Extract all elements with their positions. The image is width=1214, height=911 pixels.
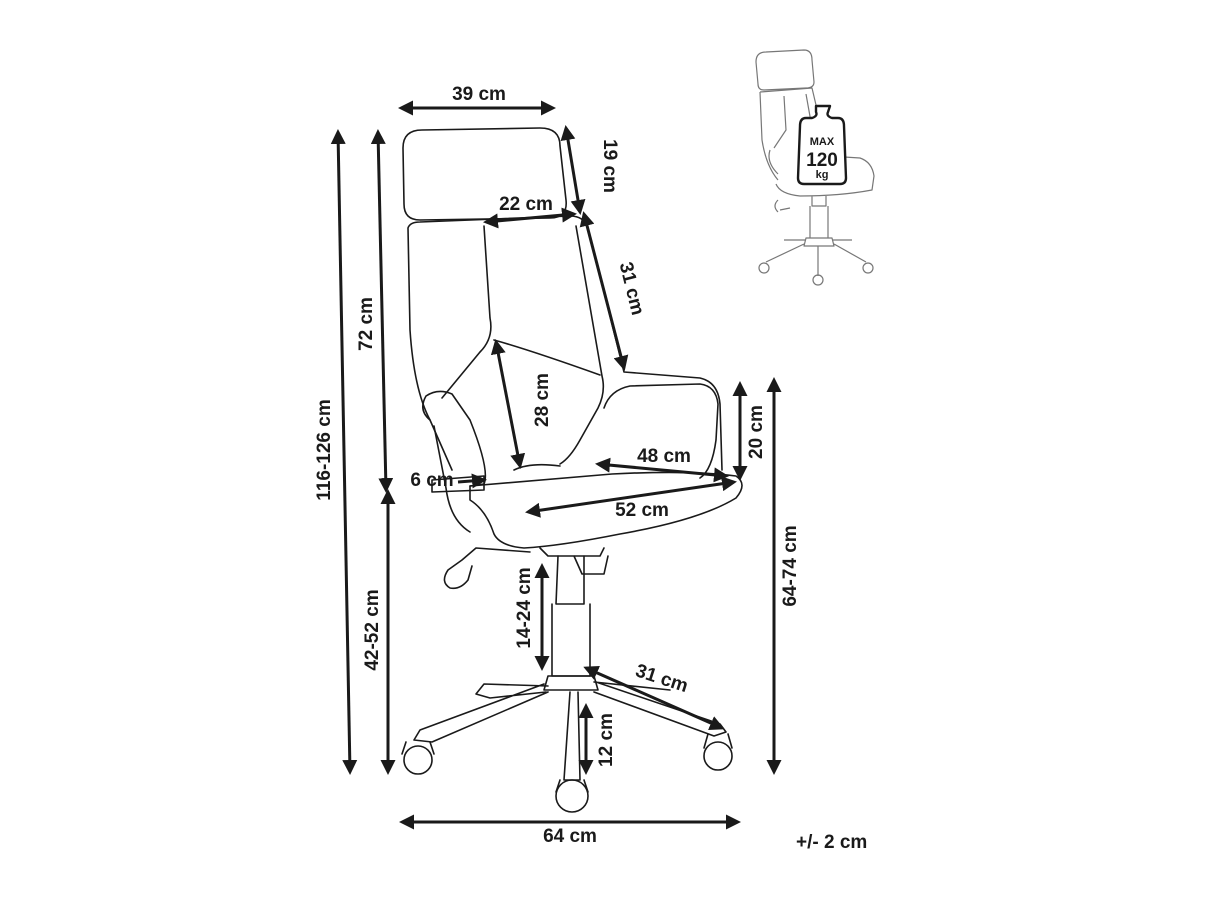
label-seat-width: 48 cm [637,446,691,467]
thumbnail-caster [758,262,770,274]
label-seat-depth: 52 cm [615,500,669,521]
label-gas-lift: 14-24 cm [514,567,535,648]
tolerance-note: +/- 2 cm [796,832,868,853]
arrow-base-leg [583,665,725,731]
thumbnail-caster [812,274,824,286]
base-legs [413,681,727,781]
arrow-headrest-height [560,125,586,215]
backrest-panel [441,225,605,465]
label-armrest-height: 20 cm [746,405,767,459]
dimension-arrows [330,100,782,830]
label-backrest-top-width: 22 cm [499,194,553,215]
arrow-lumbar-height [490,339,526,469]
label-backrest-height: 72 cm [356,297,377,351]
max-load-value: 120 [806,150,838,171]
arrow-seat-depth [525,476,737,518]
max-load-top: MAX [810,136,835,148]
label-armrest-floor-height: 64-74 cm [780,525,801,606]
label-seat-height: 42-52 cm [362,589,383,670]
tilt-lever [443,547,531,590]
arrow-backrest-top-width [483,207,577,229]
arrow-backrest-height [370,129,394,493]
arrow-armrest-width [457,473,487,489]
label-headrest-height: 19 cm [599,139,620,193]
arrow-seat-width [595,457,729,483]
seat [469,471,743,549]
label-headrest-width: 39 cm [452,84,506,105]
label-lumbar-height: 28 cm [532,373,553,427]
base-hub [543,675,599,691]
seat-mechanism [539,547,609,575]
label-armrest-width: 6 cm [410,470,453,491]
arrow-total-height [330,129,358,775]
max-load-thumbnail: MAX 120 kg [755,49,875,286]
weight-icon [796,104,848,186]
label-base-width: 64 cm [543,826,597,847]
label-backrest-side: 31 cm [615,260,648,317]
casters [401,733,733,813]
thumbnail-caster [862,262,874,274]
label-wheel-height: 12 cm [596,713,617,767]
armrest-left [422,390,487,533]
gas-lift [551,555,591,677]
max-load-unit: kg [816,169,829,181]
backrest [407,215,723,471]
label-total-height: 116-126 cm [314,399,335,500]
thumbnail-chair [755,49,875,276]
arrow-backrest-side [579,211,629,371]
